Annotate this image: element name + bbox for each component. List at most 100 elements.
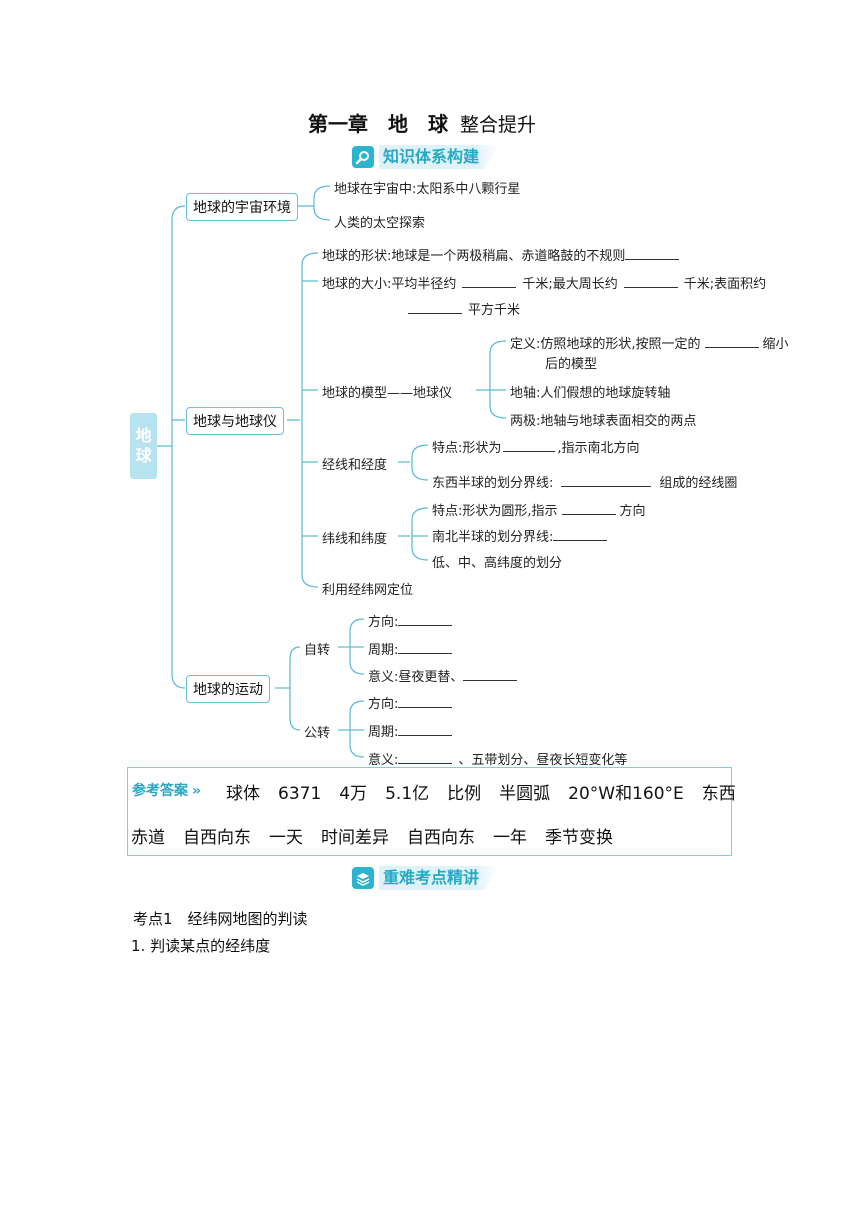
double-chevron-icon: » <box>192 783 202 799</box>
answer-item: 赤道 <box>131 828 165 848</box>
blank <box>398 749 453 764</box>
section-banner-knowledge: 知识体系构建 <box>352 145 500 169</box>
blank <box>398 639 453 654</box>
leaf-model-definition-cont: 后的模型 <box>545 357 598 372</box>
blank <box>398 693 453 708</box>
wrench-gear-icon <box>352 146 374 168</box>
answer-label: 参考答案» <box>132 780 201 800</box>
blank <box>463 666 518 681</box>
blank <box>625 245 680 260</box>
leaf-model-definition: 定义:仿照地球的形状,按照一定的 缩小 <box>510 333 789 352</box>
root-char: 地 <box>135 426 152 445</box>
answer-item: 球体 <box>226 784 260 804</box>
answer-item: 一年 <box>493 828 527 848</box>
text: 千米;表面积约 <box>683 277 767 292</box>
text: 特点:形状为 <box>432 441 502 456</box>
leaf-rotation: 自转 <box>304 643 331 658</box>
answer-item: 6371 <box>278 784 322 804</box>
answer-item: 东西 <box>701 784 736 804</box>
leaf-revolution-direction: 方向: <box>368 693 453 712</box>
branch-universe: 地球的宇宙环境 <box>186 193 298 221</box>
answer-row-2: 赤道自西向东一天时间差异自西向东一年季节变换 <box>131 823 631 848</box>
branch-globe: 地球与地球仪 <box>186 407 284 435</box>
text: 方向 <box>619 504 646 519</box>
mind-map-lines <box>157 185 507 758</box>
root-char: 球 <box>135 446 152 465</box>
leaf-grid-location: 利用经纬网定位 <box>322 583 414 598</box>
answer-item: 半圆弧 <box>499 784 551 804</box>
answer-item: 20°W和160°E <box>568 784 684 804</box>
text: 方向: <box>368 697 399 712</box>
root-node-earth: 地 球 <box>130 413 157 479</box>
banner-label: 知识体系构建 <box>379 145 500 169</box>
leaf-space-exploration: 人类的太空探索 <box>334 216 426 231</box>
text: 地球的大小:平均半径约 <box>322 277 457 292</box>
leaf-meridian: 经线和经度 <box>322 458 388 473</box>
leaf-rotation-direction: 方向: <box>368 611 453 630</box>
page-title-main: 第一章 地 球 <box>308 112 448 136</box>
answer-item: 4万 <box>339 784 368 804</box>
text: 意义: <box>368 753 399 768</box>
banner-label: 重难考点精讲 <box>379 866 500 890</box>
stack-layers-icon <box>352 867 374 889</box>
page-title-sub: 整合提升 <box>460 114 537 136</box>
leaf-revolution-period: 周期: <box>368 721 453 740</box>
leaf-earth-model: 地球的模型——地球仪 <box>322 386 453 401</box>
leaf-parallel-divide: 南北半球的划分界线: <box>432 526 608 545</box>
text: 定义:仿照地球的形状,按照一定的 <box>510 337 701 352</box>
blank <box>561 472 652 487</box>
answer-item: 一天 <box>269 828 303 848</box>
blank <box>408 299 462 314</box>
leaf-earth-size: 地球的大小:平均半径约 千米;最大周长约 千米;表面积约 <box>322 273 766 292</box>
blank <box>704 333 759 348</box>
text: 平方千米 <box>468 303 521 318</box>
text: 千米;最大周长约 <box>522 277 618 292</box>
blank <box>553 526 608 541</box>
text: 、五带划分、昼夜长短变化等 <box>458 753 628 768</box>
blank <box>623 273 678 288</box>
leaf-parallel: 纬线和纬度 <box>322 532 388 547</box>
leaf-rotation-period: 周期: <box>368 639 453 658</box>
leaf-rotation-meaning: 意义:昼夜更替、 <box>368 666 518 685</box>
answer-item: 5.1亿 <box>385 784 430 804</box>
leaf-revolution: 公转 <box>304 726 331 741</box>
answer-item: 自西向东 <box>407 828 475 848</box>
branch-motion: 地球的运动 <box>186 675 270 703</box>
answer-item: 自西向东 <box>183 828 251 848</box>
leaf-poles: 两极:地轴与地球表面相交的两点 <box>510 414 697 429</box>
text: 周期: <box>368 725 399 740</box>
blank <box>561 500 616 515</box>
leaf-earth-shape: 地球的形状:地球是一个两极稍扁、赤道略鼓的不规则 <box>322 245 680 264</box>
leaf-meridian-feature: 特点:形状为 ,指示南北方向 <box>432 437 640 456</box>
leaf-revolution-meaning: 意义: 、五带划分、昼夜长短变化等 <box>368 749 627 768</box>
leaf-meridian-divide: 东西半球的划分界线: 组成的经线圈 <box>432 472 737 491</box>
answer-row-1: 球体 6371 4万 5.1亿比例半圆弧 20°W和160°E 东西 <box>226 779 736 804</box>
leaf-parallel-feature: 特点:形状为圆形,指示 方向 <box>432 500 646 519</box>
section-item: 1. 判读某点的经纬度 <box>131 937 271 955</box>
leaf-earth-size-cont: 平方千米 <box>408 299 520 318</box>
section-banner-keypoints: 重难考点精讲 <box>352 866 500 890</box>
leaf-latitude-levels: 低、中、高纬度的划分 <box>432 556 563 571</box>
leaf-earth-axis: 地轴:人们假想的地球旋转轴 <box>510 386 671 401</box>
section-heading: 考点1 经纬网地图的判读 <box>133 910 308 928</box>
answer-label-text: 参考答案 <box>132 783 188 799</box>
text: 意义:昼夜更替、 <box>368 670 464 685</box>
text: 缩小 <box>762 337 789 352</box>
answer-item: 时间差异 <box>321 828 389 848</box>
page-title: 第一章 地 球整合提升 <box>308 108 536 137</box>
blank <box>462 273 517 288</box>
text: 地球的形状:地球是一个两极稍扁、赤道略鼓的不规则 <box>322 249 626 264</box>
answer-item: 季节变换 <box>545 828 613 848</box>
blank <box>398 721 453 736</box>
text: 特点:形状为圆形,指示 <box>432 504 558 519</box>
text: 东西半球的划分界线: <box>432 476 554 491</box>
text: 周期: <box>368 643 399 658</box>
text: ,指示南北方向 <box>557 441 640 456</box>
text: 南北半球的划分界线: <box>432 530 554 545</box>
blank <box>503 437 556 452</box>
blank <box>398 611 453 626</box>
text: 组成的经线圈 <box>659 476 738 491</box>
leaf-universe-position: 地球在宇宙中:太阳系中八颗行星 <box>334 182 521 197</box>
answer-item: 比例 <box>447 784 482 804</box>
